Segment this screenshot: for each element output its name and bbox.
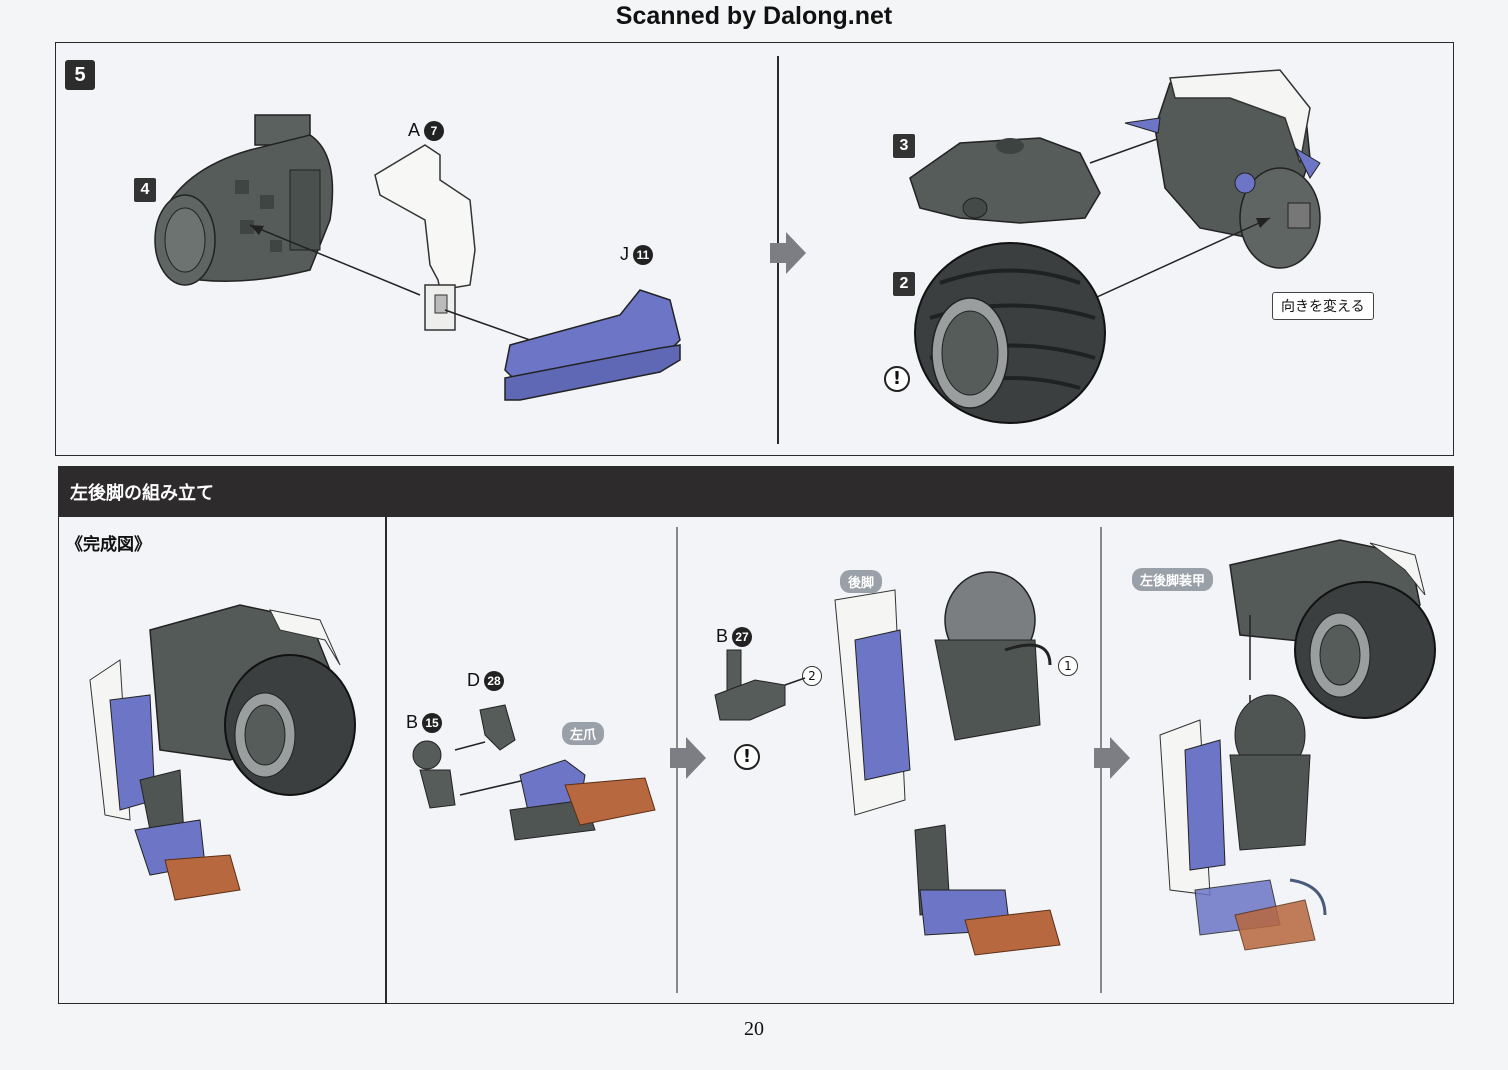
- part-letter-j: J: [620, 244, 629, 264]
- next-step-arrow-icon-2: [670, 737, 706, 779]
- white-part-a7-illustration: [374, 144, 476, 331]
- completed-label: 《完成図》: [66, 535, 151, 555]
- step5-right-illustration: [909, 69, 1321, 424]
- step-order-1: 1: [1058, 656, 1078, 676]
- part-ref-j11: J 11: [620, 244, 653, 265]
- subassembly-2-badge: 2: [893, 272, 915, 296]
- part-letter-d: D: [467, 670, 480, 690]
- subassembly-3-badge: 3: [893, 134, 915, 158]
- part-letter-a: A: [408, 120, 421, 140]
- part-letter-b-27: B: [716, 626, 729, 646]
- armor-attach-illustration: [1159, 539, 1436, 951]
- step-order-2: 2: [802, 666, 822, 686]
- part-ref-a7: A 7: [408, 120, 445, 141]
- left-claw-tag: 左爪: [562, 722, 605, 745]
- subassembly-4-badge: 4: [134, 178, 156, 202]
- next-step-arrow-icon-3: [1094, 737, 1130, 779]
- rear-leg-tag: 後脚: [840, 570, 883, 593]
- rear-leg-illustration: [714, 571, 1061, 956]
- part-ref-b27: B 27: [716, 626, 753, 647]
- completed-leg-illustration: [89, 604, 356, 901]
- part-ref-d28: D 28: [467, 670, 504, 691]
- section-divider-1: [385, 517, 387, 1003]
- warning-icon-2: !: [734, 744, 760, 770]
- watermark: Scanned by Dalong.net: [615, 2, 893, 30]
- hip-part-illustration: [154, 114, 334, 286]
- claw-parts-illustration: [412, 704, 656, 841]
- part-ref-b15: B 15: [406, 712, 443, 733]
- part-number-7: 7: [424, 120, 445, 141]
- step-number-badge: 5: [65, 60, 95, 90]
- next-step-arrow-icon: [770, 232, 806, 274]
- step5-left-illustration: [154, 114, 681, 401]
- section-title: 左後脚の組み立て: [70, 483, 214, 504]
- blue-part-j11-illustration: [504, 289, 681, 401]
- leg-armor-illustration: [1124, 69, 1321, 269]
- change-direction-note: 向きを変える: [1272, 292, 1374, 320]
- part-number-15: 15: [422, 712, 443, 733]
- wheel-illustration: [914, 242, 1106, 424]
- page-number: 20: [744, 1018, 764, 1040]
- part-3-illustration: [909, 137, 1101, 224]
- part-number-11: 11: [633, 244, 653, 265]
- left-rear-leg-armor-tag: 左後脚装甲: [1132, 568, 1214, 591]
- section-header: 左後脚の組み立て: [58, 467, 1454, 517]
- part-letter-b: B: [406, 712, 419, 732]
- part-number-28: 28: [484, 670, 504, 691]
- warning-icon: !: [884, 366, 910, 392]
- part-number-27: 27: [732, 626, 753, 647]
